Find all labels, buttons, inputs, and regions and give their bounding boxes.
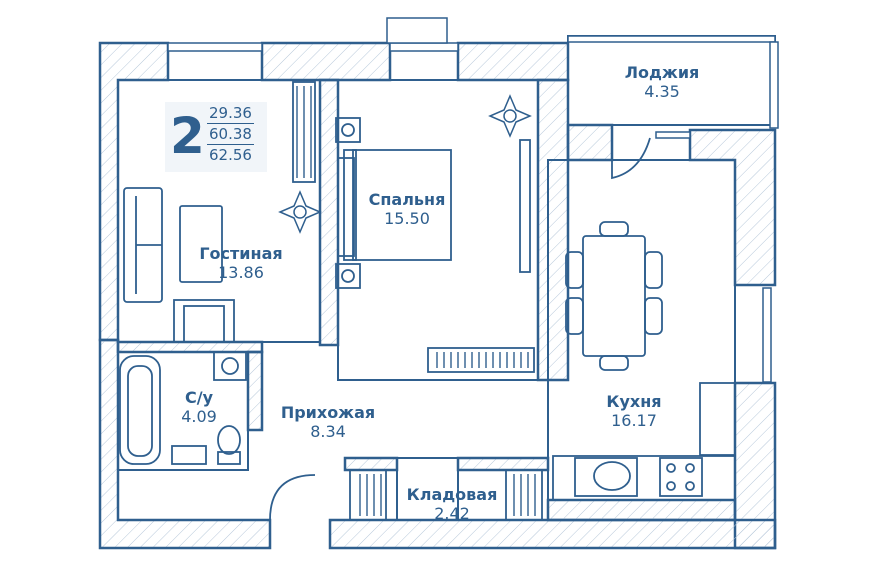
total-area-value: 60.38 — [207, 125, 254, 145]
room-name: Гостиная — [199, 244, 283, 263]
windows — [167, 17, 779, 383]
room-area: 4.35 — [644, 82, 680, 101]
room-name: Лоджия — [624, 63, 700, 82]
room-name: С/у — [184, 388, 213, 407]
room-label-bathroom: С/у 4.09 — [174, 388, 224, 426]
room-name: Прихожая — [280, 403, 376, 422]
room-area: 2.42 — [434, 504, 470, 523]
rooms-count: 2 — [170, 107, 205, 165]
room-name: Кухня — [606, 392, 662, 411]
room-area: 4.09 — [181, 407, 217, 426]
room-label-kitchen: Кухня 16.17 — [596, 392, 672, 430]
apartment-info-badge — [165, 102, 267, 172]
room-area: 8.34 — [310, 422, 346, 441]
room-label-hallway: Прихожая 8.34 — [268, 403, 388, 441]
room-name: Спальня — [368, 190, 446, 209]
plant-icon — [278, 94, 532, 234]
room-label-storage: Кладовая 2.42 — [395, 485, 509, 523]
room-label-bedroom: Спальня 15.50 — [365, 190, 449, 228]
room-area: 13.86 — [218, 263, 264, 282]
area-summary: 29.36 60.38 62.56 — [207, 103, 254, 165]
room-area: 15.50 — [384, 209, 430, 228]
room-label-loggia: Лоджия 4.35 — [622, 63, 702, 101]
room-area: 16.17 — [611, 411, 657, 430]
room-label-living: Гостиная 13.86 — [199, 244, 283, 282]
room-name: Кладовая — [406, 485, 498, 504]
furniture — [119, 81, 736, 521]
living-area-value: 29.36 — [207, 104, 254, 124]
total-with-balcony-value: 62.56 — [209, 146, 252, 164]
wardrobe-hatch — [296, 86, 538, 516]
